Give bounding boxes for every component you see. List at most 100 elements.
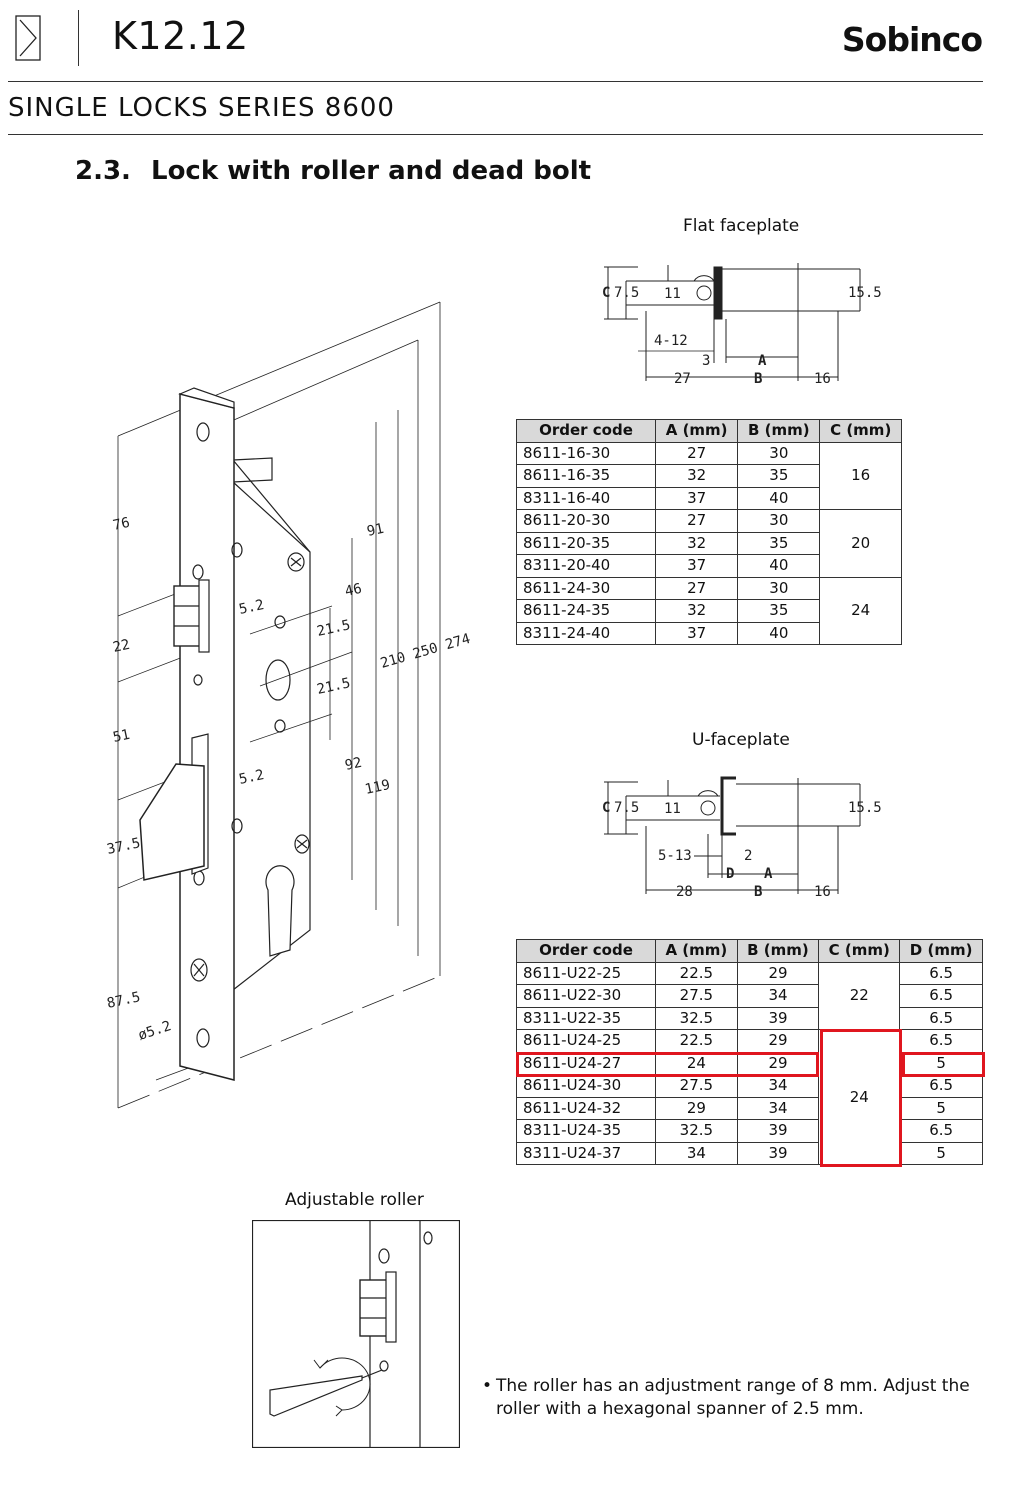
cell-b: 39 <box>736 1119 820 1143</box>
cell-d: 5 <box>899 1141 983 1165</box>
cell-a: 37 <box>654 554 739 578</box>
note-bullet: • <box>482 1376 493 1396</box>
cell-a: 32.5 <box>655 1006 738 1030</box>
cell-code: 8611-U22-30 <box>516 984 656 1008</box>
cell-code: 8611-U24-25 <box>516 1029 656 1053</box>
cell-d: 6.5 <box>899 1119 983 1143</box>
col-c: C (mm) <box>819 419 902 443</box>
note-text: The roller has an adjustment range of 8 … <box>496 1376 970 1419</box>
cell-code: 8611-24-35 <box>516 599 656 623</box>
col-b: B (mm) <box>737 419 821 443</box>
cell-a: 27.5 <box>655 1074 738 1098</box>
cell-a: 32 <box>654 599 739 623</box>
cell-code: 8311-U24-37 <box>516 1141 656 1165</box>
cell-b: 39 <box>736 1006 820 1030</box>
cell-code: 8311-24-40 <box>516 621 656 645</box>
adjustable-roller-caption: Adjustable roller <box>285 1190 424 1210</box>
u-dim-28: 28 <box>676 884 693 900</box>
cell-d: 5 <box>899 1096 983 1120</box>
dim-92: 92 <box>344 755 364 774</box>
cell-c: 24 <box>818 1029 901 1165</box>
cell-code: 8311-16-40 <box>516 486 656 510</box>
cell-code: 8311-U24-35 <box>516 1119 656 1143</box>
col-b: B (mm) <box>736 939 820 963</box>
cell-d: 6.5 <box>899 1074 983 1098</box>
flat-dim-c: C <box>602 285 610 301</box>
dim-46: 46 <box>344 581 364 600</box>
cell-code: 8611-16-35 <box>516 464 656 488</box>
cell-b: 35 <box>737 599 821 623</box>
dim-5-2-bottom: 5.2 <box>238 767 266 788</box>
cell-code: 8611-20-30 <box>516 509 656 533</box>
dim-21-5-top: 21.5 <box>316 617 352 640</box>
cell-a: 32 <box>654 531 739 555</box>
cell-b: 34 <box>736 984 820 1008</box>
col-order-code: Order code <box>516 939 656 963</box>
u-faceplate-caption: U-faceplate <box>692 730 790 750</box>
cell-b: 29 <box>736 1029 820 1053</box>
series-title: SINGLE LOCKS SERIES 8600 <box>8 93 395 123</box>
dim-5-2-top: 5.2 <box>238 597 266 618</box>
cell-a: 22.5 <box>655 1029 738 1053</box>
flat-dim-3: 3 <box>702 353 710 369</box>
cell-code: 8611-16-30 <box>516 441 656 465</box>
dim-119: 119 <box>364 777 392 798</box>
u-dim-11: 11 <box>664 801 681 817</box>
cell-code: 8611-20-35 <box>516 531 656 555</box>
cell-code: 8311-U22-35 <box>516 1006 656 1030</box>
flat-dim-4-12: 4-12 <box>654 333 688 349</box>
cell-d: 6.5 <box>899 984 983 1008</box>
dim-210-250-274: 210 250 274 <box>379 631 470 672</box>
cell-code: 8311-20-40 <box>516 554 656 578</box>
cell-d: 6.5 <box>899 1006 983 1030</box>
flat-dim-16: 16 <box>814 371 831 387</box>
section-title: Lock with roller and dead bolt <box>151 156 592 186</box>
u-dim-16: 16 <box>814 884 831 900</box>
flat-faceplate-drawing: C 7.5 11 15.5 4-12 3 A 27 B 16 <box>602 263 882 387</box>
cell-b: 30 <box>737 441 821 465</box>
flat-faceplate-table: Order code A (mm) B (mm) C (mm) 8611-16-… <box>516 419 902 645</box>
cell-b: 35 <box>737 464 821 488</box>
adjustable-roller-drawing <box>252 1220 460 1448</box>
brand-logo: Sobinco <box>841 20 983 59</box>
flat-dim-7-5: 7.5 <box>614 285 639 301</box>
col-a: A (mm) <box>654 419 739 443</box>
cell-b: 29 <box>736 961 820 985</box>
cell-a: 32.5 <box>655 1119 738 1143</box>
col-d: D (mm) <box>899 939 983 963</box>
cell-code: 8611-U24-32 <box>516 1096 656 1120</box>
cell-c: 20 <box>819 509 902 578</box>
cell-code: 8611-24-30 <box>516 576 656 600</box>
dim-76: 76 <box>112 515 132 534</box>
cell-a: 37 <box>654 486 739 510</box>
u-dim-d: D <box>726 866 734 882</box>
dim-87-5: 87.5 <box>106 989 142 1012</box>
series-rule <box>8 134 983 135</box>
dim-91: 91 <box>366 521 386 540</box>
doc-code: K12.12 <box>112 14 249 58</box>
cell-b: 40 <box>737 554 821 578</box>
cell-b: 34 <box>736 1096 820 1120</box>
flat-dim-27: 27 <box>674 371 691 387</box>
header-divider <box>78 10 79 66</box>
cell-a: 27 <box>654 576 739 600</box>
cell-b: 30 <box>737 576 821 600</box>
flat-faceplate-caption: Flat faceplate <box>683 216 800 236</box>
cell-a: 34 <box>655 1141 738 1165</box>
cell-a: 32 <box>654 464 739 488</box>
cell-a: 27.5 <box>655 984 738 1008</box>
cell-b: 30 <box>737 509 821 533</box>
col-c: C (mm) <box>818 939 901 963</box>
cell-b: 40 <box>737 486 821 510</box>
dim-21-5-bottom: 21.5 <box>316 675 352 698</box>
u-dim-7-5: 7.5 <box>614 800 639 816</box>
chevron-right-icon <box>15 15 41 61</box>
flat-dim-b: B <box>754 371 762 387</box>
